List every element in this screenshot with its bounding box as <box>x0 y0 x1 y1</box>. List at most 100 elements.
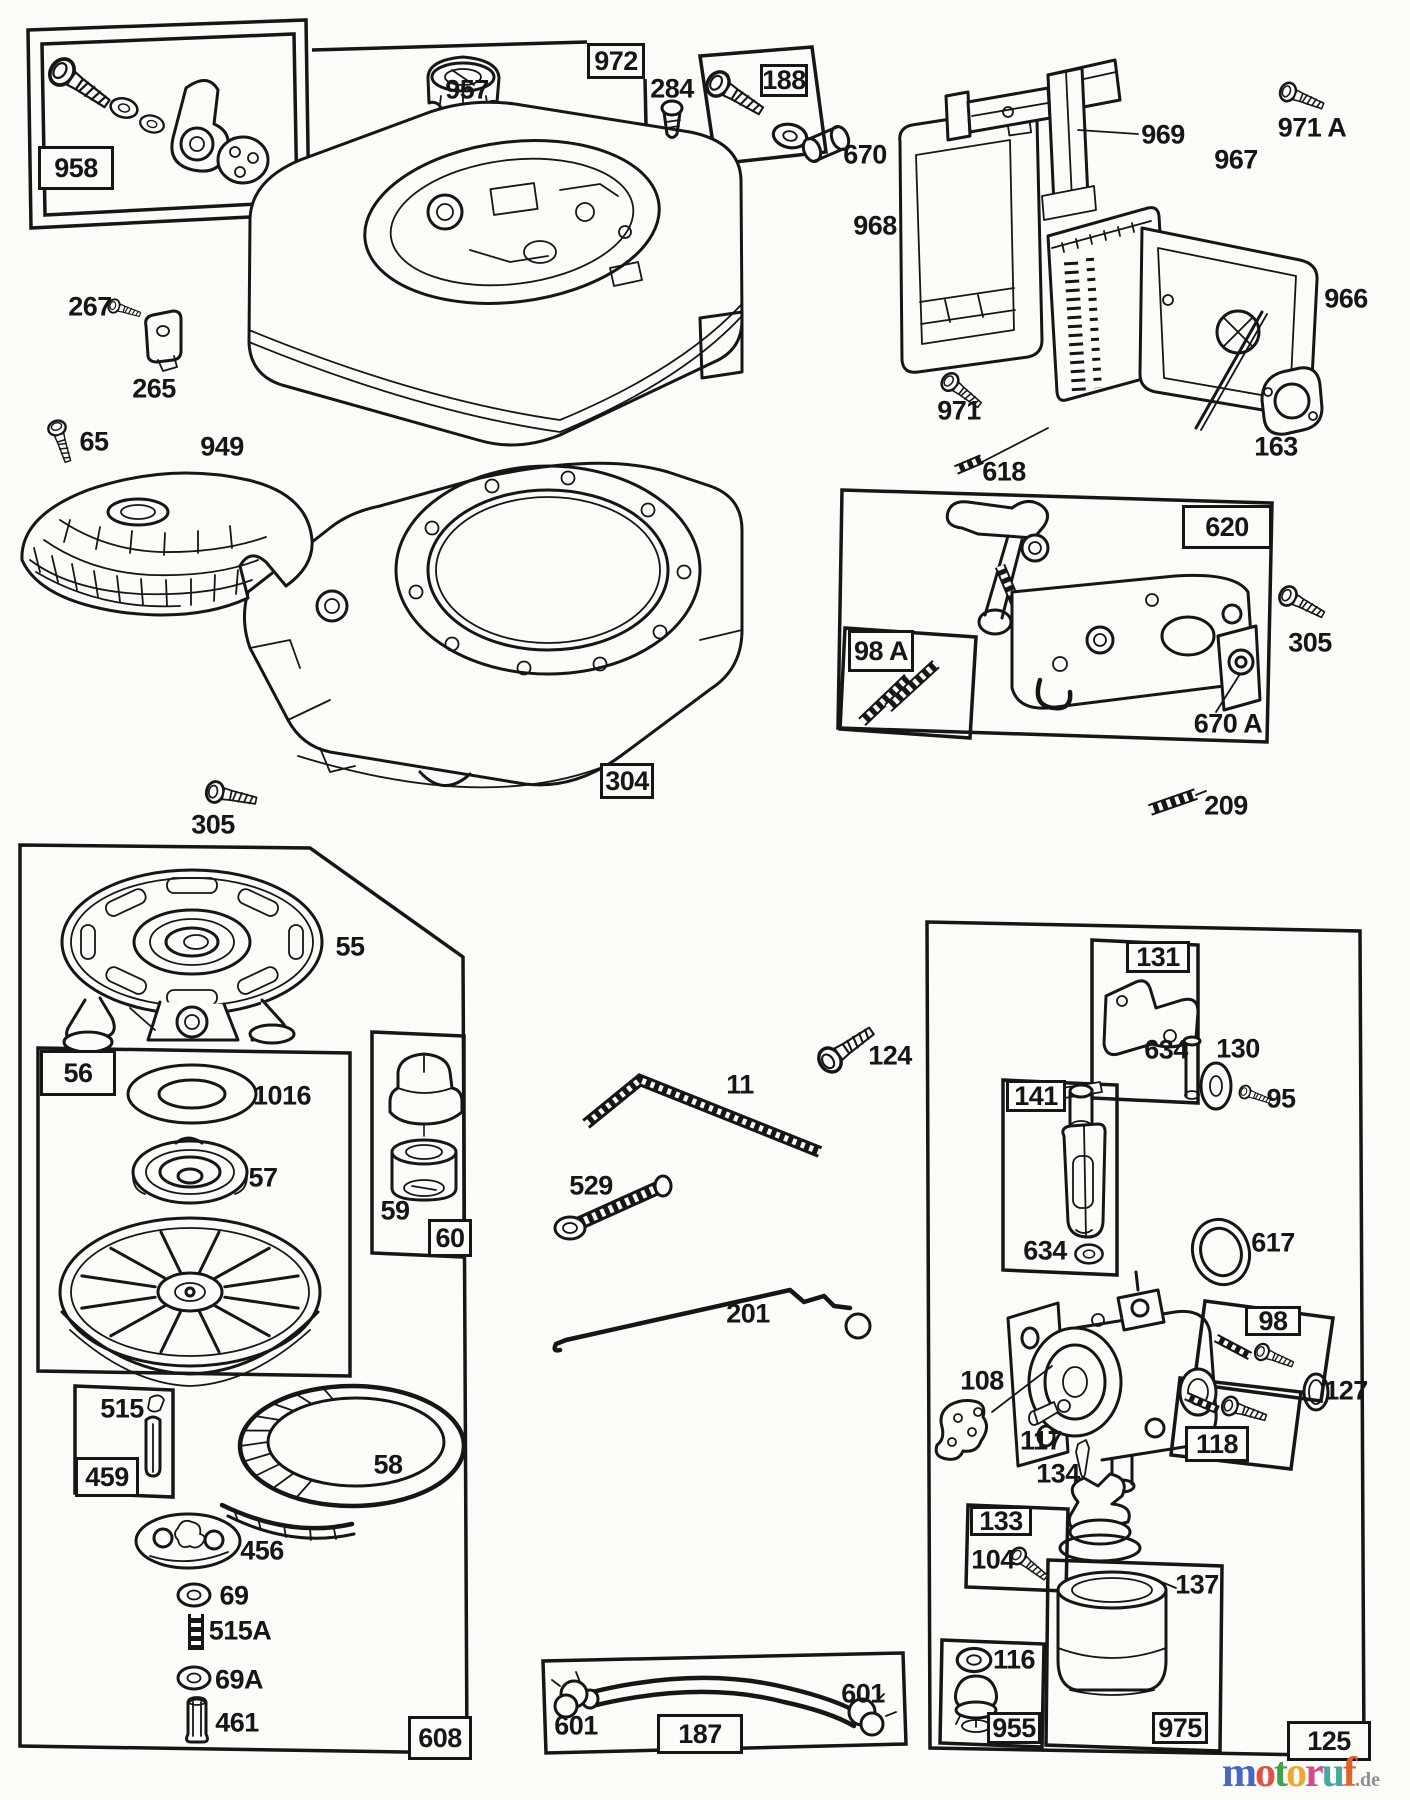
part-label-125: 125 <box>1287 1721 1371 1761</box>
watermark-letter: t <box>1274 1750 1288 1796</box>
part-label-104: 104 <box>971 1544 1015 1575</box>
throttle-control-art <box>858 500 1329 816</box>
part-label-601-right: 601 <box>841 1678 885 1709</box>
part-label-515A: 515A <box>208 1615 272 1646</box>
part-label-116: 116 <box>992 1644 1036 1675</box>
tools-and-linkage-art <box>552 1018 881 1353</box>
friction-pin-art <box>144 1394 165 1478</box>
watermark-letter: r <box>1305 1750 1324 1796</box>
part-label-267: 267 <box>68 291 112 322</box>
part-label-11: 11 <box>726 1069 754 1100</box>
watermark: motoruf.de <box>1222 1752 1380 1794</box>
carburetor-art <box>934 979 1330 1733</box>
part-label-58: 58 <box>373 1449 403 1480</box>
breather-and-bolt-kit-art <box>660 66 851 164</box>
part-label-617: 617 <box>1251 1227 1295 1258</box>
starter-spring-art <box>219 1383 467 1541</box>
part-label-130: 130 <box>1216 1033 1260 1064</box>
small-fasteners-left-art <box>45 296 183 466</box>
box-outline-98a <box>838 626 978 740</box>
part-label-304: 304 <box>600 763 654 799</box>
part-label-133: 133 <box>970 1506 1032 1536</box>
part-label-971A: 971 A <box>1277 112 1347 143</box>
box-outline-grip <box>370 1030 466 1259</box>
part-label-949: 949 <box>200 431 244 462</box>
blower-housing-art <box>203 461 744 813</box>
part-label-56: 56 <box>40 1050 116 1096</box>
part-label-608: 608 <box>408 1716 472 1760</box>
fuel-tank-art <box>247 55 744 447</box>
part-label-65: 65 <box>79 426 109 457</box>
part-label-957: 957 <box>445 74 489 105</box>
part-label-972: 972 <box>587 43 645 79</box>
part-label-634-lower: 634 <box>1023 1235 1067 1266</box>
recoil-starter-art <box>60 868 324 1054</box>
air-cleaner-art <box>898 58 1328 475</box>
part-label-118: 118 <box>1185 1426 1249 1462</box>
part-label-117: 117 <box>1019 1425 1063 1456</box>
part-label-971: 971 <box>937 395 981 426</box>
rope-grip-art <box>388 1052 464 1202</box>
part-label-124: 124 <box>868 1040 912 1071</box>
part-label-456: 456 <box>240 1535 284 1566</box>
part-label-95: 95 <box>1266 1083 1296 1114</box>
part-label-265: 265 <box>132 373 176 404</box>
part-label-966: 966 <box>1324 283 1368 314</box>
part-label-69: 69 <box>219 1580 249 1611</box>
part-label-670A: 670 A <box>1193 708 1263 739</box>
part-label-141: 141 <box>1006 1080 1066 1112</box>
part-label-620: 620 <box>1182 505 1272 549</box>
part-label-461: 461 <box>215 1707 259 1738</box>
debris-screen-art <box>20 471 314 617</box>
part-label-57: 57 <box>248 1162 278 1193</box>
part-label-305-left: 305 <box>191 809 235 840</box>
part-label-163: 163 <box>1254 431 1298 462</box>
part-label-98: 98 <box>1245 1306 1301 1336</box>
box-outline-141 <box>1001 1078 1119 1277</box>
part-label-187: 187 <box>657 1714 743 1754</box>
part-label-108: 108 <box>960 1365 1004 1396</box>
part-label-529: 529 <box>569 1170 613 1201</box>
part-label-131: 131 <box>1126 941 1190 973</box>
speed-control-parts-art <box>43 52 309 202</box>
part-label-201: 201 <box>726 1298 770 1329</box>
starter-clutch-parts-art <box>134 1512 242 1744</box>
starter-pulley-fan-art <box>58 1063 322 1387</box>
watermark-letter: u <box>1321 1750 1345 1796</box>
part-label-670: 670 <box>843 139 887 170</box>
part-label-209: 209 <box>1204 790 1248 821</box>
box-line-972-top <box>311 40 588 52</box>
part-label-618: 618 <box>982 456 1026 487</box>
watermark-letter: f <box>1343 1750 1357 1796</box>
part-label-967: 967 <box>1214 144 1258 175</box>
box-outline-620 <box>836 488 1274 744</box>
box-outline-hose <box>541 1651 908 1755</box>
fuel-hose-art <box>551 1671 897 1737</box>
box-outline-56 <box>36 1046 352 1378</box>
watermark-letter: m <box>1222 1750 1257 1796</box>
part-label-975: 975 <box>1152 1712 1208 1744</box>
part-label-284: 284 <box>650 73 694 104</box>
watermark-letter: o <box>1255 1750 1276 1796</box>
box-outline-recoil <box>18 843 469 1755</box>
part-label-968: 968 <box>853 210 897 241</box>
part-label-305-right: 305 <box>1288 627 1332 658</box>
part-label-59: 59 <box>380 1195 410 1226</box>
box-outline-975 <box>1044 1558 1224 1753</box>
part-label-969: 969 <box>1141 119 1185 150</box>
part-label-55: 55 <box>335 931 365 962</box>
part-label-1016: 1016 <box>252 1080 312 1111</box>
box-outline-188 <box>697 45 828 166</box>
part-label-601-left: 601 <box>554 1710 598 1741</box>
part-label-459: 459 <box>75 1457 139 1497</box>
part-label-69A: 69A <box>214 1664 264 1695</box>
part-label-98A: 98 A <box>848 630 914 672</box>
watermark-letter: o <box>1286 1750 1307 1796</box>
box-outline-955 <box>938 1638 1046 1749</box>
part-label-60: 60 <box>428 1219 472 1257</box>
part-label-955: 955 <box>987 1712 1041 1744</box>
part-label-958: 958 <box>38 146 114 190</box>
part-label-127: 127 <box>1324 1375 1368 1406</box>
